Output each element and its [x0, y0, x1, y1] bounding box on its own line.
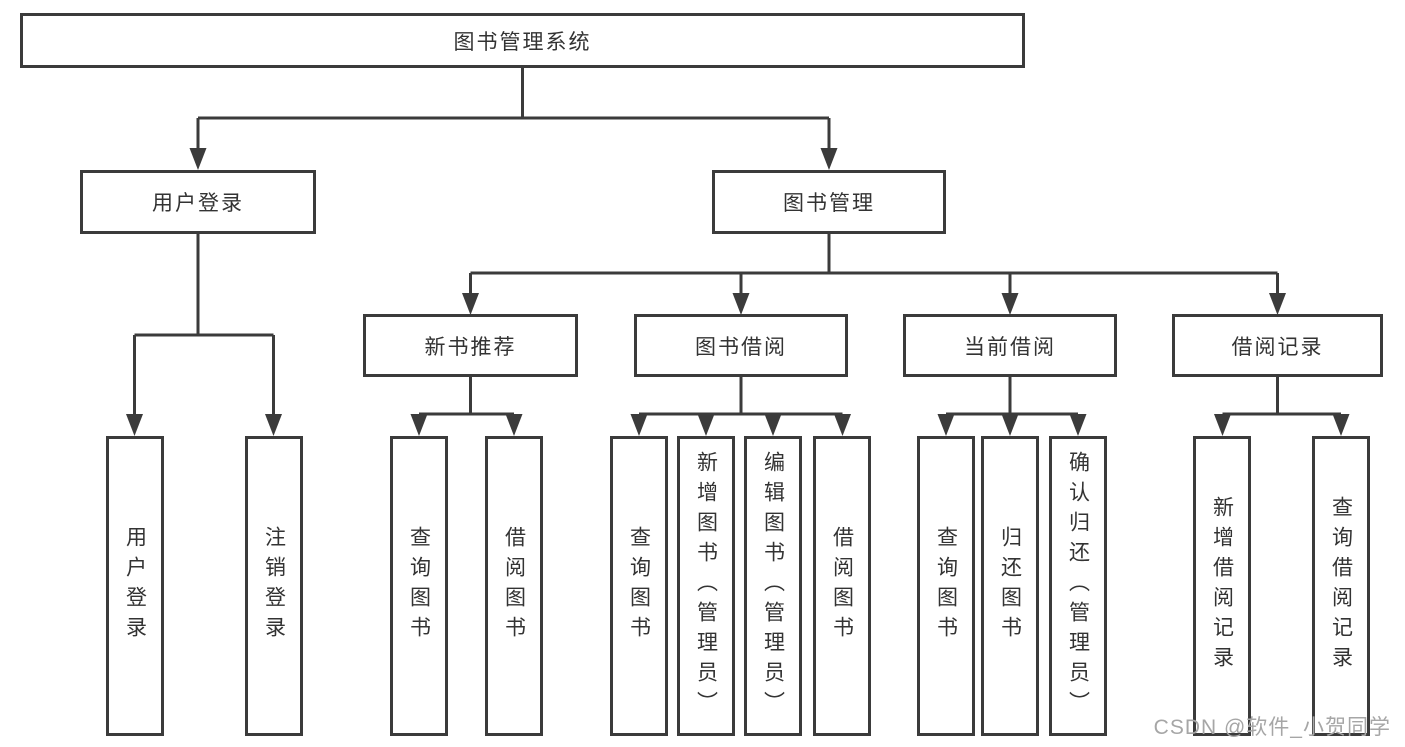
leaf-logout-label: 注销登录: [262, 526, 286, 646]
arrowheads: [126, 148, 1350, 436]
node-root-label: 图书管理系统: [453, 30, 592, 54]
leaf-edit-book-admin: 编辑图书（管理员）: [744, 436, 802, 736]
leaf-query-book-recommend: 查询图书: [390, 436, 448, 736]
node-book-borrow-label: 图书借阅: [695, 335, 787, 359]
leaf-confirm-return-admin-label: 确认归还（管理员）: [1066, 451, 1090, 721]
leaf-confirm-return-admin: 确认归还（管理员）: [1049, 436, 1107, 736]
edge-root-to-level2: [196, 68, 831, 150]
node-user-login-label: 用户登录: [152, 192, 244, 215]
edge-recommend-to-leaves: [419, 377, 514, 416]
leaf-add-book-admin: 新增图书（管理员）: [677, 436, 735, 736]
node-user-login: 用户登录: [80, 170, 316, 234]
node-current-borrow: 当前借阅: [903, 314, 1117, 377]
leaf-user-login-label: 用户登录: [123, 526, 147, 646]
edge-borrow-to-leaves: [639, 377, 843, 416]
node-book-management-label: 图书管理: [783, 192, 875, 215]
leaf-user-login: 用户登录: [106, 436, 164, 736]
leaf-query-book-recommend-label: 查询图书: [407, 526, 431, 646]
leaf-add-borrow-record: 新增借阅记录: [1193, 436, 1251, 736]
leaf-add-borrow-record-label: 新增借阅记录: [1210, 496, 1234, 676]
node-new-book-recommend-label: 新书推荐: [424, 335, 517, 359]
edge-current-to-leaves: [946, 377, 1078, 416]
edge-userlogin-to-leaves: [133, 234, 275, 416]
leaf-edit-book-admin-label: 编辑图书（管理员）: [761, 451, 785, 721]
leaf-query-book-current-label: 查询图书: [934, 526, 958, 646]
csdn-watermark: CSDN @软件_小贺同学: [1153, 716, 1391, 739]
leaf-borrow-book-recommend-label: 借阅图书: [502, 526, 526, 646]
leaf-logout: 注销登录: [245, 436, 303, 736]
node-current-borrow-label: 当前借阅: [964, 335, 1056, 359]
node-borrow-records: 借阅记录: [1172, 314, 1383, 377]
leaf-borrow-book-recommend: 借阅图书: [485, 436, 543, 736]
edge-bookmgmt-to-level3: [469, 234, 1279, 295]
leaf-borrow-book: 借阅图书: [813, 436, 871, 736]
leaf-add-book-admin-label: 新增图书（管理员）: [694, 451, 718, 721]
leaf-borrow-book-label: 借阅图书: [830, 526, 854, 646]
node-borrow-records-label: 借阅记录: [1231, 335, 1324, 359]
leaf-query-book-borrow-label: 查询图书: [627, 526, 651, 646]
node-root: 图书管理系统: [20, 13, 1025, 68]
node-book-borrow: 图书借阅: [634, 314, 848, 377]
node-new-book-recommend: 新书推荐: [363, 314, 578, 377]
leaf-return-book-label: 归还图书: [998, 526, 1022, 646]
leaf-return-book: 归还图书: [981, 436, 1039, 736]
node-book-management: 图书管理: [712, 170, 946, 234]
edge-records-to-leaves: [1222, 377, 1341, 416]
leaf-query-borrow-record: 查询借阅记录: [1312, 436, 1370, 736]
leaf-query-book-borrow: 查询图书: [610, 436, 668, 736]
leaf-query-book-current: 查询图书: [917, 436, 975, 736]
leaf-query-borrow-record-label: 查询借阅记录: [1329, 496, 1353, 676]
